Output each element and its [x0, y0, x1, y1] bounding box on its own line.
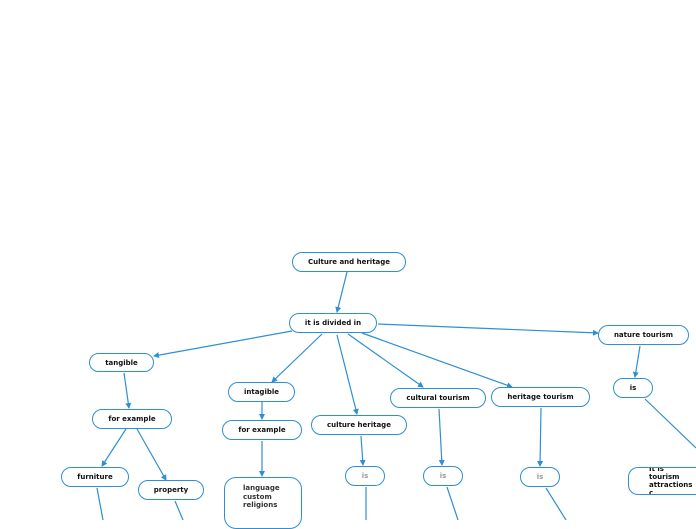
list-item-custom: custom	[243, 492, 272, 501]
edge-divided-nature-tourism	[377, 323, 599, 336]
edge-root-divided	[335, 271, 348, 313]
edge-culture-heritage-is	[359, 435, 366, 466]
node-nature-tourism[interactable]: nature tourism	[598, 325, 689, 345]
edge-divided-intagible	[271, 333, 323, 383]
edge-furniture-down	[96, 487, 104, 520]
node-heritage-tourism[interactable]: heritage tourism	[491, 387, 590, 407]
node-intagible[interactable]: intagible	[228, 382, 295, 402]
edge-cultural-is-down	[446, 486, 459, 520]
edge-divided-tangible	[153, 330, 293, 359]
node-cultural-tourism-is[interactable]: is	[423, 466, 463, 486]
node-nature-tourism-description[interactable]: It is tourism attractions c	[628, 467, 696, 495]
edge-example-furniture	[101, 428, 127, 467]
node-it-is-divided-in[interactable]: it is divided in	[289, 313, 377, 333]
edge-divided-heritage-tourism	[361, 332, 513, 389]
node-culture-heritage-is[interactable]: is	[345, 466, 385, 486]
node-intagible-for-example[interactable]: for example	[222, 420, 302, 440]
edge-heritage-is-down	[545, 487, 567, 520]
node-culture-heritage[interactable]: culture heritage	[311, 415, 407, 435]
node-cultural-tourism[interactable]: cultural tourism	[390, 388, 486, 408]
edge-divided-culture-heritage	[336, 334, 359, 415]
edge-property-down	[174, 500, 184, 520]
node-heritage-tourism-is[interactable]: is	[520, 467, 560, 487]
node-property[interactable]: property	[138, 480, 204, 500]
edge-heritage-tourism-is	[537, 407, 544, 467]
edge-tangible-example	[123, 372, 132, 409]
edge-nature-is-desc	[644, 398, 696, 449]
edge-nature-tourism-is	[632, 345, 641, 378]
list-item-religions: religions	[243, 501, 278, 509]
node-tangible[interactable]: tangible	[89, 353, 154, 372]
edge-example-property	[136, 428, 167, 481]
edge-divided-cultural-tourism	[347, 333, 424, 388]
list-item-language: language	[243, 484, 280, 492]
node-tangible-for-example[interactable]: for example	[92, 409, 172, 429]
edge-cultural-tourism-is	[438, 408, 445, 466]
node-culture-and-heritage[interactable]: Culture and heritage	[292, 252, 406, 272]
node-nature-tourism-is[interactable]: is	[613, 378, 653, 398]
node-intagible-list[interactable]: language custom religions	[224, 477, 302, 529]
node-furniture[interactable]: furniture	[61, 467, 129, 487]
